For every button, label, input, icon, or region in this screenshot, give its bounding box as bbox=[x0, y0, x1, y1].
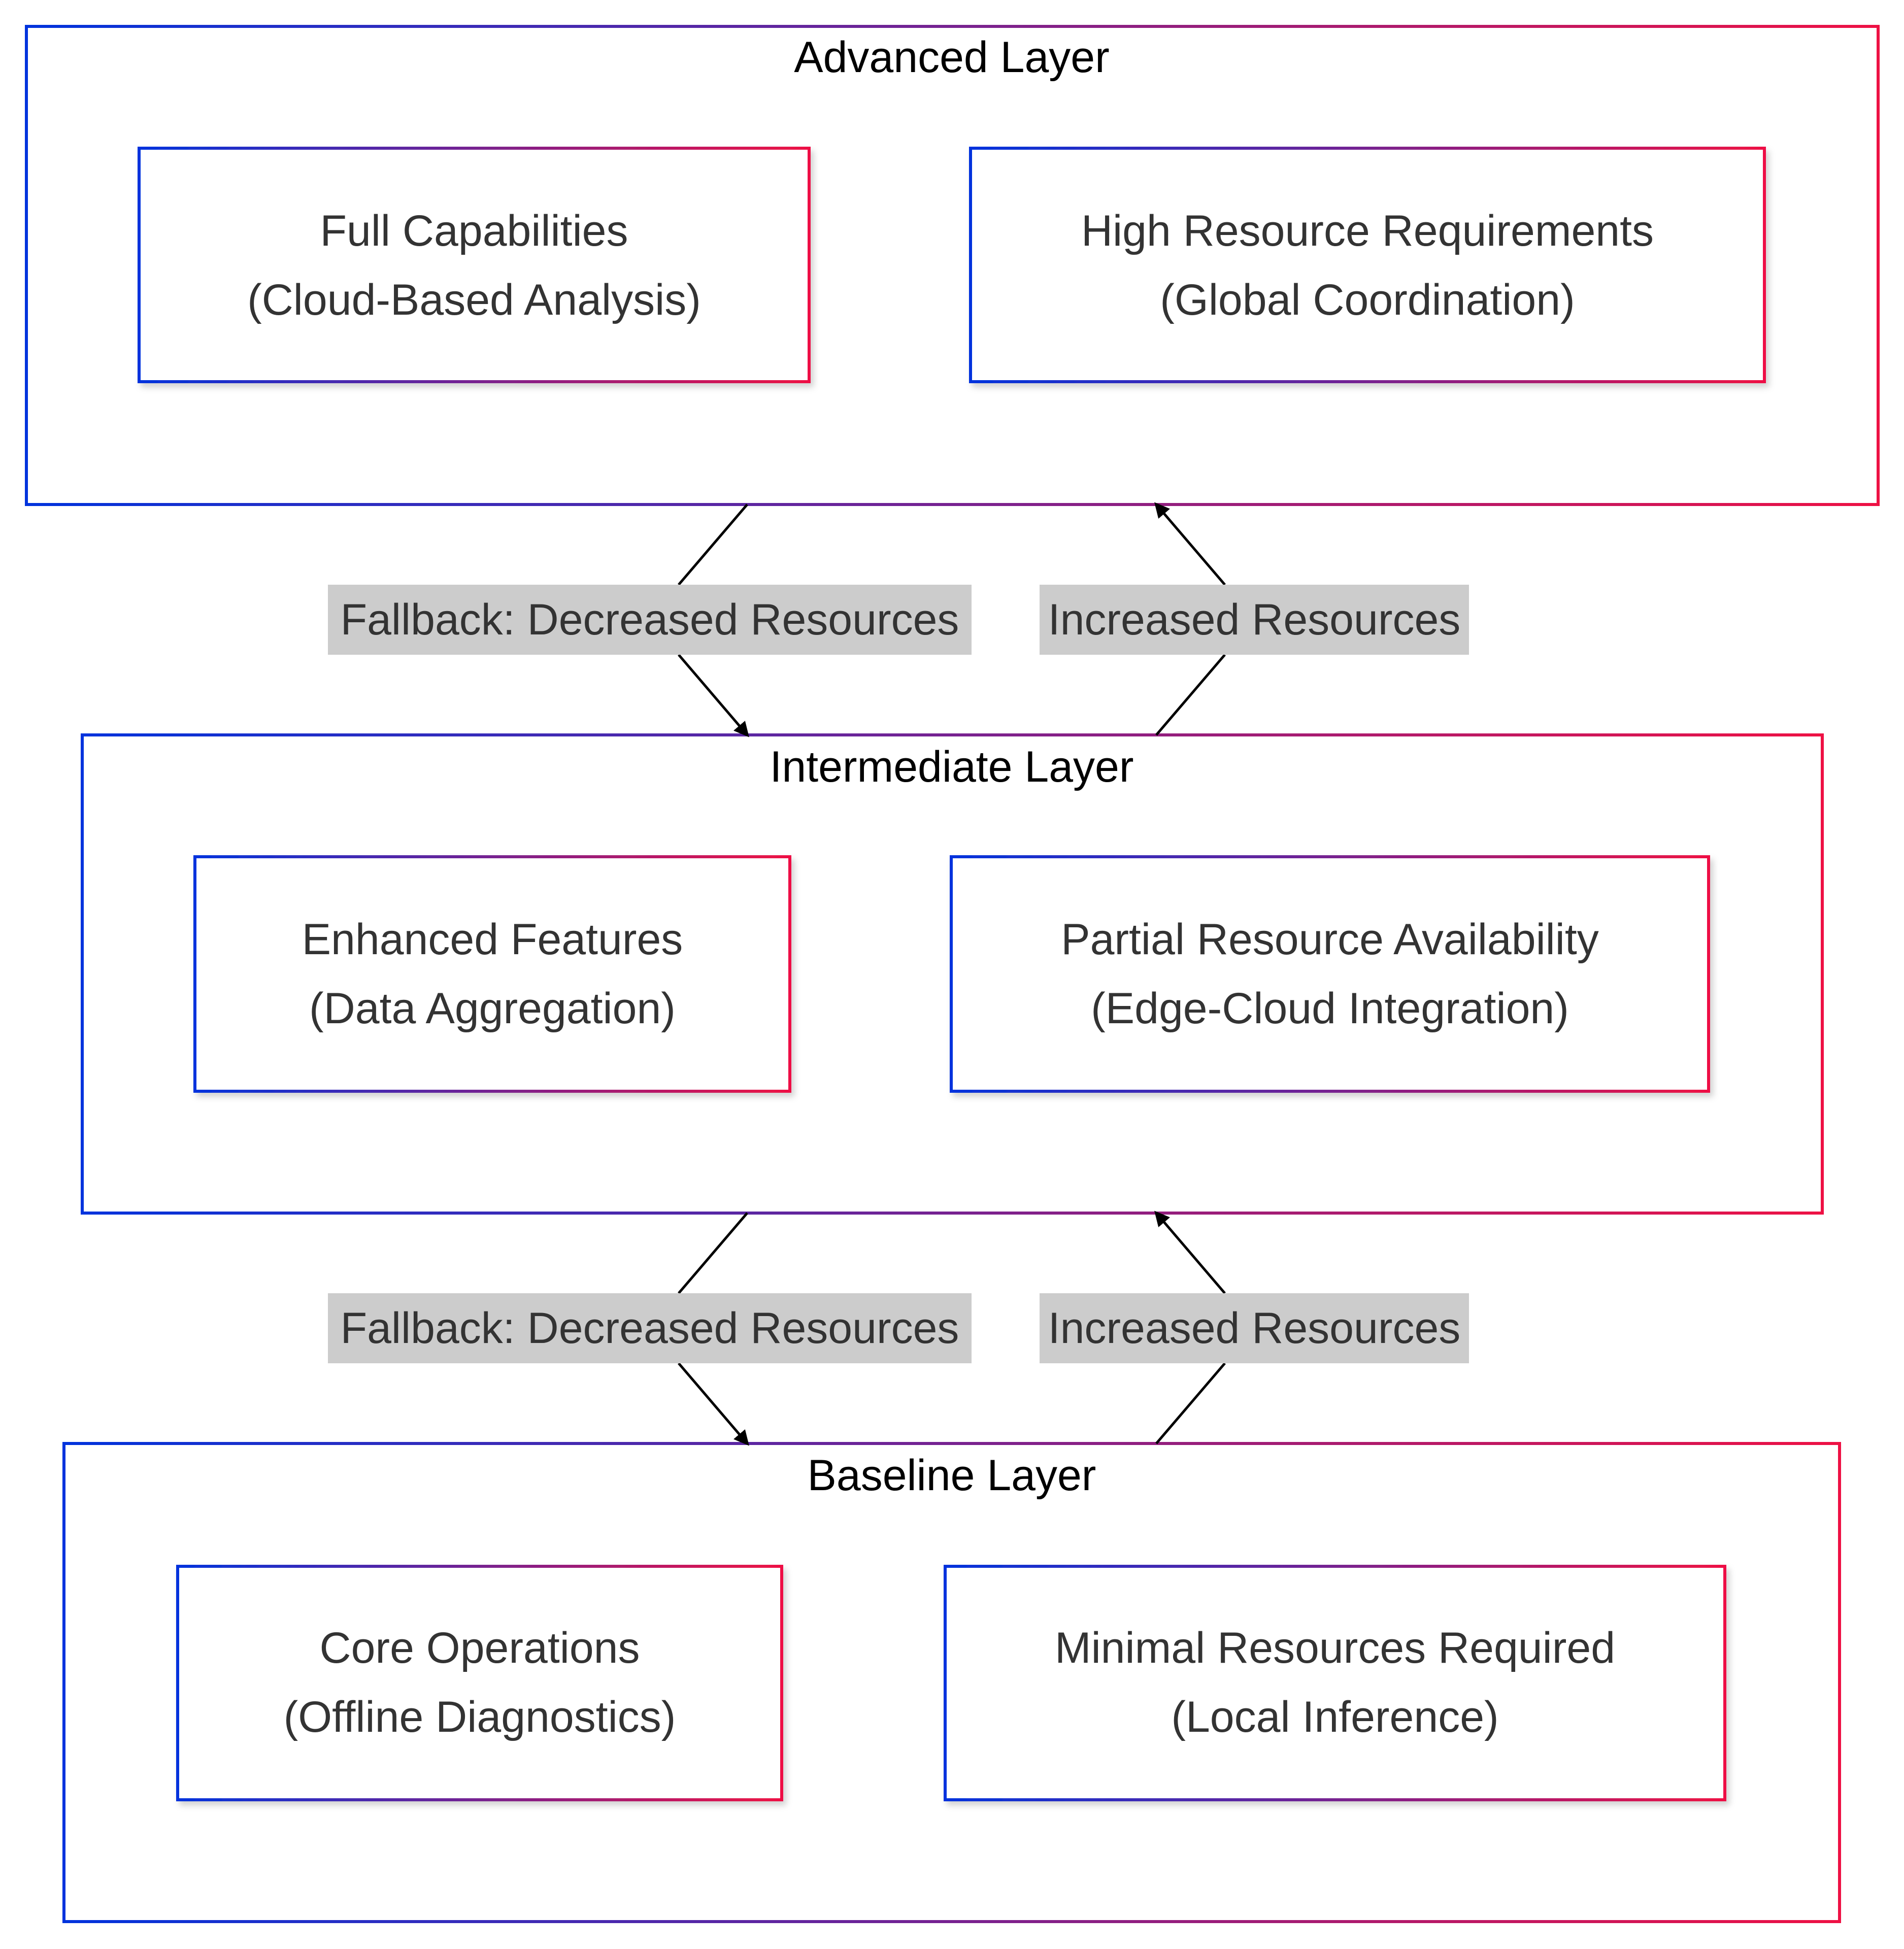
enhanced-features-node-title: Enhanced Features bbox=[302, 915, 683, 964]
fallback-decreased-resources-label: Fallback: Decreased Resources bbox=[341, 595, 959, 644]
core-operations-node[interactable] bbox=[176, 1565, 783, 1801]
intermediate-layer-title: Intermediate Layer bbox=[770, 743, 1133, 791]
increased-label-background bbox=[1040, 585, 1469, 655]
edge-baseline-to-intermediate[interactable]: Increased Resources bbox=[1040, 1211, 1469, 1444]
enhanced-features-node[interactable] bbox=[193, 855, 791, 1093]
increased-label-background bbox=[1040, 1293, 1469, 1363]
partial-resource-availability-node-subtitle: (Edge-Cloud Integration) bbox=[1091, 984, 1569, 1033]
full-capabilities-node-subtitle: (Cloud-Based Analysis) bbox=[247, 276, 701, 324]
partial-resource-availability-node[interactable] bbox=[950, 855, 1710, 1093]
fallback-label-background bbox=[328, 1293, 972, 1363]
intermediate-layer: Intermediate Layer Enhanced Features (Da… bbox=[81, 733, 1824, 1215]
full-capabilities-node-title: Full Capabilities bbox=[320, 207, 628, 255]
fallback-decreased-resources-label: Fallback: Decreased Resources bbox=[341, 1304, 959, 1353]
advanced-layer: Advanced Layer Full Capabilities (Cloud-… bbox=[25, 25, 1880, 506]
high-resource-requirements-node-subtitle: (Global Coordination) bbox=[1160, 276, 1575, 324]
baseline-layer: Baseline Layer Core Operations (Offline … bbox=[62, 1442, 1841, 1923]
increased-resources-label: Increased Resources bbox=[1048, 595, 1461, 644]
enhanced-features-node-subtitle: (Data Aggregation) bbox=[309, 984, 676, 1033]
baseline-layer-title: Baseline Layer bbox=[808, 1451, 1096, 1500]
high-resource-requirements-node-title: High Resource Requirements bbox=[1081, 207, 1654, 255]
core-operations-node-title: Core Operations bbox=[320, 1624, 640, 1672]
fallback-label-background bbox=[328, 585, 972, 655]
high-resource-requirements-node[interactable] bbox=[969, 147, 1766, 383]
core-operations-node-subtitle: (Offline Diagnostics) bbox=[284, 1693, 676, 1741]
edge-intermediate-to-advanced[interactable]: Increased Resources bbox=[1040, 502, 1469, 736]
edge-intermediate-to-baseline[interactable]: Fallback: Decreased Resources bbox=[328, 1212, 972, 1446]
partial-resource-availability-node-title: Partial Resource Availability bbox=[1061, 915, 1599, 964]
advanced-layer-title: Advanced Layer bbox=[794, 33, 1110, 82]
full-capabilities-node[interactable] bbox=[138, 147, 811, 383]
minimal-resources-required-node-subtitle: (Local Inference) bbox=[1171, 1693, 1498, 1741]
minimal-resources-required-node[interactable] bbox=[944, 1565, 1726, 1801]
edge-advanced-to-intermediate[interactable]: Fallback: Decreased Resources bbox=[328, 503, 972, 737]
increased-resources-label: Increased Resources bbox=[1048, 1304, 1461, 1353]
minimal-resources-required-node-title: Minimal Resources Required bbox=[1055, 1624, 1615, 1672]
